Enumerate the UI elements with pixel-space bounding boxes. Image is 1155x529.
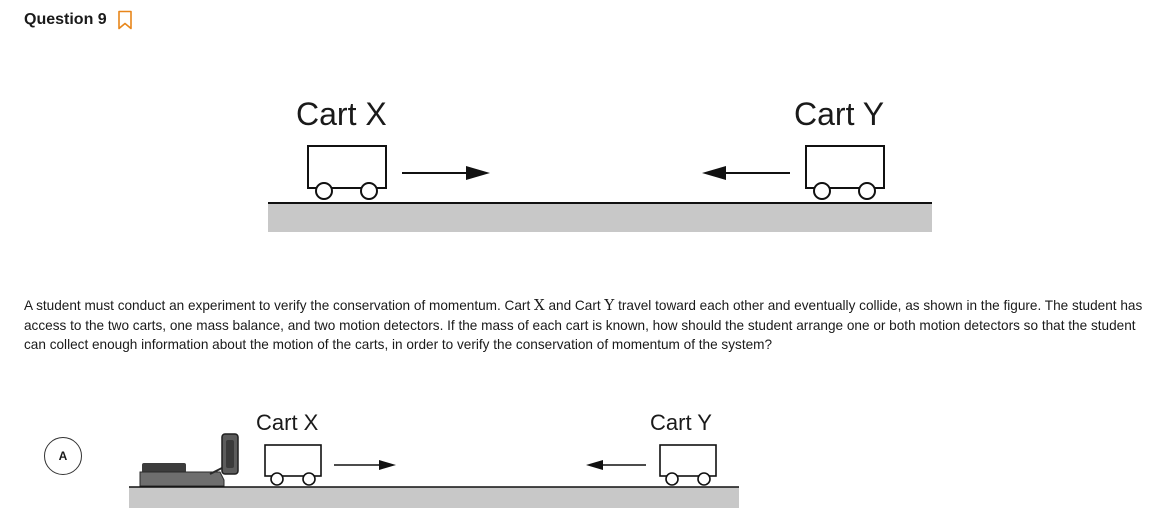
variable-y: Y: [604, 296, 615, 314]
stem-text-1: A student must conduct an experiment to …: [24, 298, 535, 313]
choice-a-track: [129, 486, 739, 508]
choice-a-figure[interactable]: Cart X Cart Y: [0, 400, 1155, 529]
cart-x-label: Cart X: [296, 96, 387, 132]
choice-a-cart-x-label: Cart X: [256, 410, 319, 435]
choice-a-letter: A: [58, 449, 68, 463]
cart-y-label: Cart Y: [794, 96, 884, 132]
bookmark-icon[interactable]: [117, 10, 133, 30]
right-arrow-icon: [402, 166, 490, 180]
choice-a-cart-x: [264, 444, 322, 486]
variable-x: X: [534, 296, 545, 314]
cart-x: [307, 145, 387, 200]
question-title: Question 9: [24, 11, 107, 28]
choice-a-right-arrow-icon: [334, 460, 396, 470]
choice-a-bubble[interactable]: A: [44, 437, 82, 475]
question-header: Question 9: [24, 10, 133, 30]
cart-y: [805, 145, 885, 200]
question-stem: A student must conduct an experiment to …: [24, 296, 1152, 355]
stem-text-3: travel toward each other and eventually …: [24, 298, 1143, 352]
choice-a-cart-y: [659, 444, 717, 486]
track: [268, 202, 932, 232]
motion-detector-icon: [139, 433, 239, 487]
main-figure: Cart X Cart Y: [268, 96, 932, 232]
stem-text-2: and Cart: [544, 298, 605, 313]
choice-a-cart-y-label: Cart Y: [650, 410, 712, 435]
choice-a-left-arrow-icon: [586, 460, 646, 470]
left-arrow-icon: [702, 166, 790, 180]
